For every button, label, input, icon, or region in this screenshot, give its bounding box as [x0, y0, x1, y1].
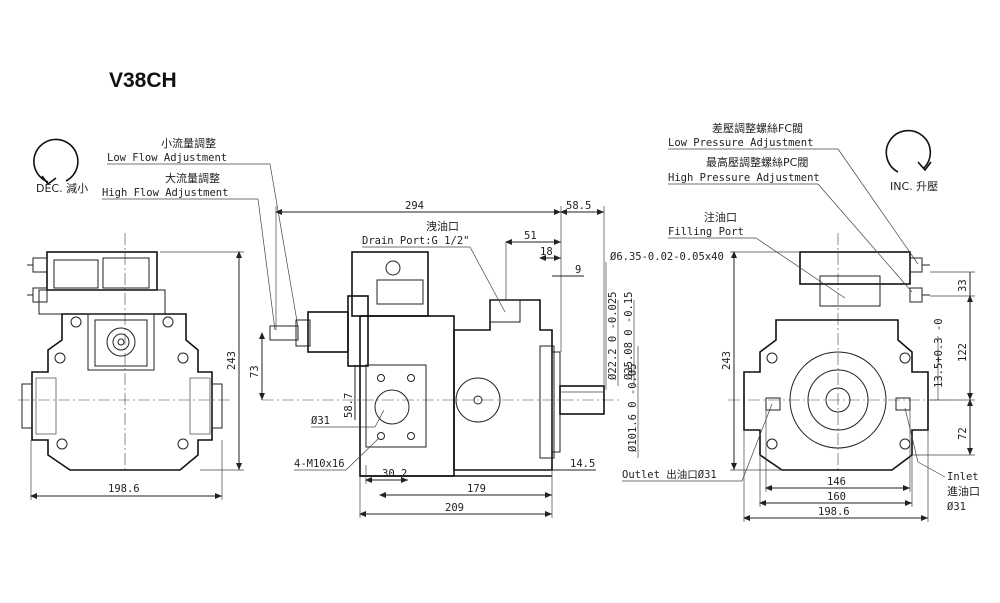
cw-rotation-arrow-icon: [885, 129, 932, 173]
dim-right-160: 160: [827, 491, 846, 503]
dim-179: 179: [467, 483, 486, 495]
inlet-en-label: Inlet: [947, 471, 979, 483]
dim-shaft-key: Ø6.35-0.02-0.05x40: [610, 251, 724, 263]
max-pressure-cn-label: 最高壓調整螺絲PC閥: [706, 155, 808, 169]
dim-left-243: 243: [226, 351, 238, 370]
dim-shaft-25: Ø25.08 0 -0.15: [623, 291, 635, 380]
middle-side-view: [262, 251, 620, 477]
dim-9: 9: [575, 264, 581, 276]
drain-en-label: Drain Port:G 1/2": [362, 235, 469, 247]
dim-30-2: 30.2: [382, 468, 407, 480]
high-flow-cn-label: 大流量調整: [165, 171, 220, 185]
filling-en-label: Filling Port: [668, 226, 744, 238]
dim-right-72: 72: [957, 427, 969, 440]
right-rear-view: [728, 233, 950, 471]
dim-shaft-22: Ø22.2 0 -0.025: [607, 291, 619, 380]
drain-cn-label: 洩油口: [426, 219, 459, 233]
right-dimensions: 243 33 122 13.5+0.3 -0 72 146 160 198.6: [721, 251, 975, 522]
diff-pressure-cn-label: 差壓調整螺絲FC閥: [712, 121, 803, 135]
rotation-dec-label: DEC. 減小: [36, 181, 88, 195]
bolts-label: 4-M10x16: [294, 458, 345, 470]
dim-73: 73: [249, 365, 261, 378]
dim-209: 209: [445, 502, 464, 514]
left-dimensions: 243 198.6: [30, 251, 244, 500]
inlet-dia-label: Ø31: [947, 501, 966, 513]
low-flow-en-label: Low Flow Adjustment: [107, 152, 227, 164]
outlet-label: Outlet 出油口Ø31: [622, 468, 717, 481]
low-flow-cn-label: 小流量調整: [161, 136, 216, 150]
dim-right-33: 33: [957, 279, 969, 292]
ccw-rotation-arrow-icon: [33, 138, 79, 186]
filling-cn-label: 注油口: [704, 210, 737, 224]
bore-label: Ø31: [311, 415, 330, 427]
low-pressure-en-label: Low Pressure Adjustment: [668, 137, 813, 149]
high-pressure-en-label: High Pressure Adjustment: [668, 172, 820, 184]
dim-right-198-6: 198.6: [818, 506, 850, 518]
model-title: V38CH: [109, 69, 177, 92]
dim-right-122: 122: [957, 343, 969, 362]
dim-58-7: 58.7: [343, 393, 355, 418]
rotation-inc-label: INC. 升壓: [890, 180, 938, 193]
dim-right-146: 146: [827, 476, 846, 488]
dim-51: 51: [524, 230, 537, 242]
dim-left-198-6: 198.6: [108, 483, 140, 495]
left-front-view: [18, 233, 232, 471]
dim-pilot-101: Ø101.6 0 -0.05: [627, 363, 639, 452]
dim-294: 294: [405, 200, 424, 212]
dim-18: 18: [540, 246, 553, 258]
dim-58-5: 58.5: [566, 200, 591, 212]
middle-dimensions: 294 58.5 51 18 9 Ø6.35-0.02-0.05x40 Ø22.…: [249, 200, 724, 518]
dim-right-13-5: 13.5+0.3 -0: [933, 318, 945, 388]
high-flow-en-label: High Flow Adjustment: [102, 187, 228, 199]
dim-14-5: 14.5: [570, 458, 595, 470]
dim-right-243: 243: [721, 351, 733, 370]
inlet-cn-label: 進油口: [947, 484, 980, 498]
